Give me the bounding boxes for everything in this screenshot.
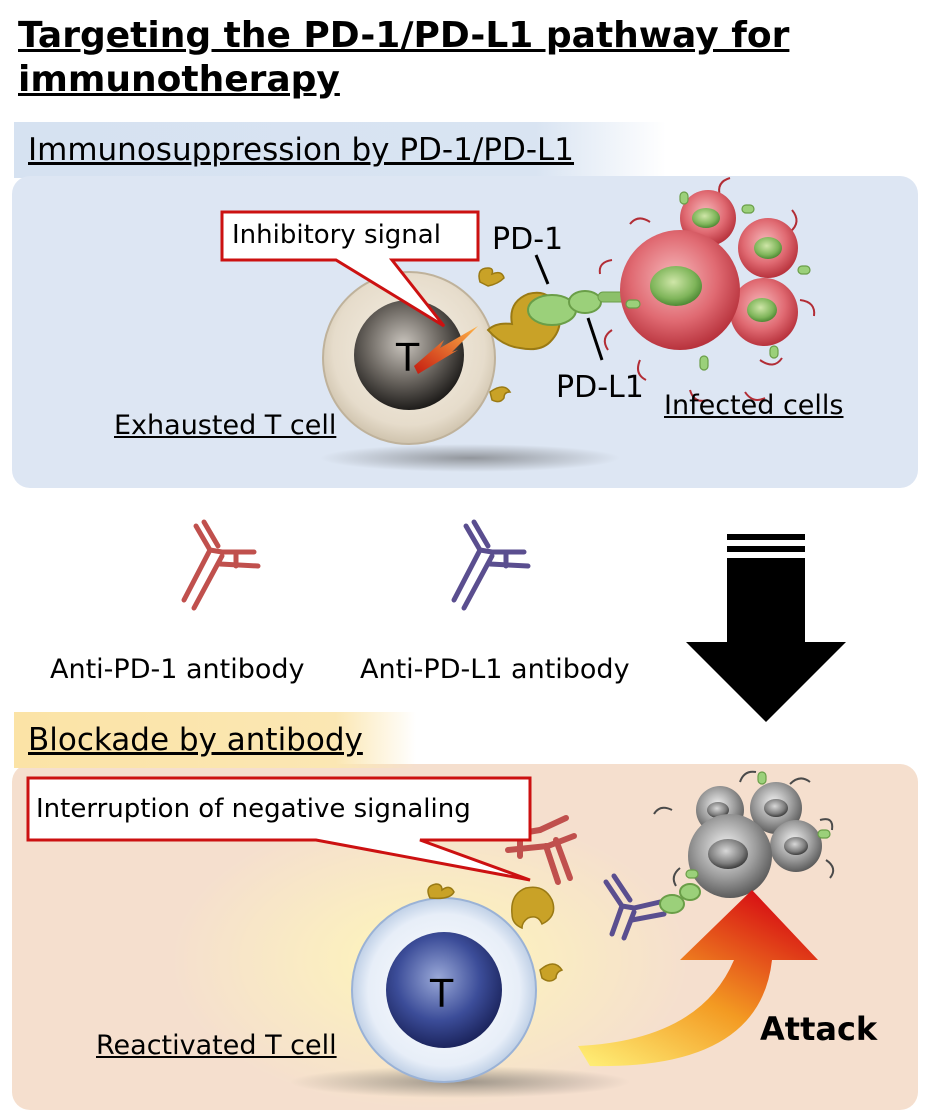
exhausted-t-cell-shadow (320, 444, 620, 472)
interruption-text: Interruption of negative signaling (36, 794, 471, 824)
pd1-label: PD-1 (492, 222, 564, 257)
anti-pdl1-antibody-icon (451, 519, 531, 611)
exhausted-t-cell-label: Exhausted T cell (114, 410, 337, 441)
pd1-pdl1-complex (486, 290, 631, 351)
exhausted-t-cell-letter: T (396, 336, 420, 380)
bound-anti-pdl1-antibody-icon (603, 873, 667, 941)
pd1-receptor-icon (427, 883, 564, 982)
reactivated-t-cell (351, 897, 537, 1083)
anti-pdl1-antibody-label: Anti-PD-L1 antibody (360, 654, 630, 685)
reactivated-t-cell-shadow (290, 1066, 630, 1098)
anti-pd1-antibody-icon (181, 519, 261, 611)
infected-cells-label: Infected cells (664, 390, 844, 421)
interruption-callout (26, 776, 532, 882)
section-heading-immunosuppression: Immunosuppression by PD-1/PD-L1 (14, 122, 666, 178)
reactivated-t-cell-letter: T (430, 972, 454, 1016)
infected-cells-cluster (598, 177, 816, 402)
reactivated-t-cell-label: Reactivated T cell (96, 1030, 337, 1061)
attack-arrow-icon (578, 890, 818, 1067)
transition-arrow-icon (686, 534, 846, 722)
inhibitory-signal-callout (220, 210, 480, 328)
inhibitory-signal-text: Inhibitory signal (232, 220, 441, 250)
pdl1-label: PD-L1 (556, 370, 644, 405)
pdl1-leader-line (586, 317, 604, 361)
inhibitory-bolt-icon (414, 326, 478, 374)
killed-cells-cluster (653, 770, 835, 898)
diagram-title: Targeting the PD-1/PD-L1 pathway for imm… (18, 15, 790, 100)
section-heading-blockade: Blockade by antibody (14, 712, 416, 768)
pdl1-ligand-bottom-icon (659, 883, 701, 914)
attack-label: Attack (760, 1010, 878, 1048)
pd1-receptor-small-icon (478, 267, 512, 403)
pd1-leader-line (534, 254, 550, 285)
exhausted-t-cell (322, 271, 496, 445)
anti-pd1-antibody-label: Anti-PD-1 antibody (50, 654, 305, 685)
